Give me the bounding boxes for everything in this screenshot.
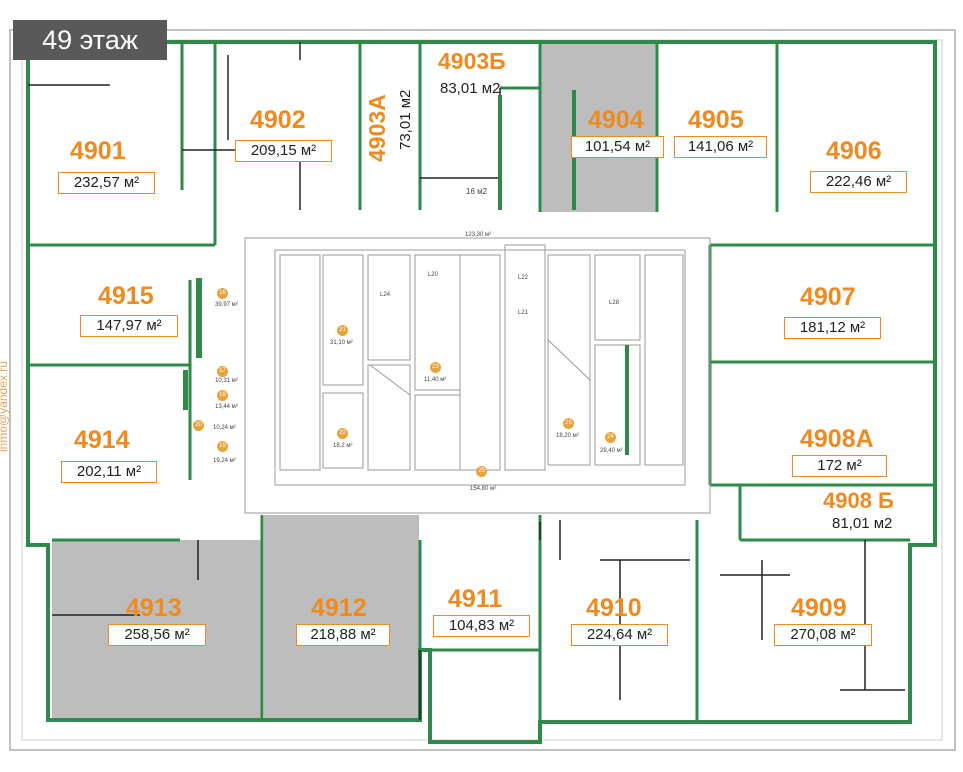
- unit-4908a-area: 172 м²: [792, 455, 887, 477]
- room-number-marker: 24: [605, 432, 616, 443]
- unit-4906-area: 222,46 м²: [810, 171, 907, 193]
- room-number-marker: 20: [193, 420, 204, 431]
- unit-4914-area: 202,11 м²: [61, 461, 157, 483]
- room-number-marker: 22: [337, 428, 348, 439]
- core-area-label: 29,40 м²: [600, 448, 623, 454]
- unit-4909-number: 4909: [791, 594, 847, 622]
- small-room-area: 16 м2: [466, 187, 488, 196]
- unit-4910-area: 224,64 м²: [571, 624, 668, 646]
- unit-4901-number: 4901: [70, 137, 126, 165]
- core-area-label: 39,97 м²: [215, 302, 238, 308]
- core-room-label: L20: [428, 272, 439, 278]
- unit-4901-area: 232,57 м²: [58, 172, 155, 194]
- unit-4912-fill: [264, 515, 419, 720]
- unit-4910-number: 4910: [586, 594, 642, 622]
- unit-4905-area: 141,06 м²: [674, 136, 767, 158]
- unit-4912-number: 4912: [311, 594, 367, 622]
- unit-4908b-number: 4908 Б: [823, 488, 894, 513]
- room-number-marker: 18: [217, 390, 228, 401]
- room-number-marker: 26: [563, 418, 574, 429]
- room-number-marker: 21: [337, 325, 348, 336]
- unit-4915-number: 4915: [98, 282, 154, 310]
- unit-4909-area: 270,08 м²: [774, 624, 872, 646]
- core-area-label: 123,30 м²: [465, 232, 492, 238]
- unit-4906-number: 4906: [826, 137, 882, 165]
- core-area-label: 18,2 м²: [333, 443, 353, 449]
- unit-4902-number: 4902: [250, 106, 306, 134]
- unit-4908a-number: 4908А: [800, 425, 874, 453]
- unit-4912-area: 218,88 м²: [296, 624, 390, 646]
- core-area-label: 18,20 м²: [556, 433, 579, 439]
- room-number-marker: 19: [217, 441, 228, 452]
- room-number-marker: 25: [476, 466, 487, 477]
- side-watermark: inmo@yandex.ru: [0, 361, 10, 452]
- unit-4913-number: 4913: [126, 594, 182, 622]
- unit-4904-fill: [540, 42, 657, 212]
- unit-4905-number: 4905: [688, 106, 744, 134]
- core-room-label: L22: [518, 275, 529, 281]
- unit-4902-area: 209,15 м²: [235, 140, 332, 162]
- room-number-marker: 16: [217, 288, 228, 299]
- core-area-label: 10,31 м²: [215, 378, 238, 384]
- core-area-label: 13,44 м²: [215, 404, 238, 410]
- unit-4911-area: 104,83 м²: [433, 615, 530, 637]
- room-number-marker: 17: [217, 366, 228, 377]
- unit-4907-number: 4907: [800, 283, 856, 311]
- core-room-label: L28: [609, 300, 620, 306]
- core-area-label: 154,80 м²: [470, 486, 497, 492]
- unit-4915-area: 147,97 м²: [80, 315, 178, 337]
- core-room-label: L24: [380, 292, 391, 298]
- unit-4904-area: 101,54 м²: [571, 136, 664, 158]
- unit-4903a-number: 4903А: [364, 94, 390, 162]
- unit-4913-area: 258,56 м²: [108, 624, 206, 646]
- unit-4903b-area: 83,01 м2: [440, 80, 501, 97]
- core-area-label: 19,24 м²: [213, 458, 236, 464]
- floor-label: 49 этаж: [13, 20, 167, 60]
- unit-4903a-area: 73,01 м2: [397, 89, 414, 150]
- core-area-label: 31,10 м²: [330, 340, 353, 346]
- room-number-marker: 23: [430, 362, 441, 373]
- unit-4911-number: 4911: [448, 585, 503, 613]
- unit-4914-number: 4914: [74, 426, 130, 454]
- unit-4904-number: 4904: [588, 106, 644, 134]
- core-area-label: 10,24 м²: [213, 425, 236, 431]
- unit-4903b-number: 4903Б: [438, 48, 506, 74]
- core-room-label: L21: [518, 310, 529, 316]
- unit-4907-area: 181,12 м²: [784, 317, 881, 339]
- core-area-label: 11,40 м²: [424, 377, 447, 383]
- unit-4908b-area: 81,01 м2: [832, 515, 893, 532]
